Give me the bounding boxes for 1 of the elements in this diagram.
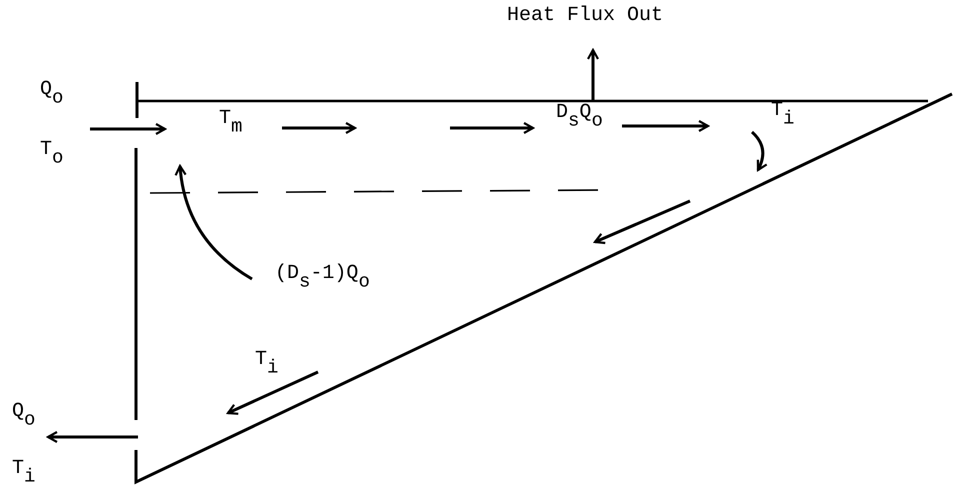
flux-label: Heat Flux Out bbox=[507, 4, 664, 28]
